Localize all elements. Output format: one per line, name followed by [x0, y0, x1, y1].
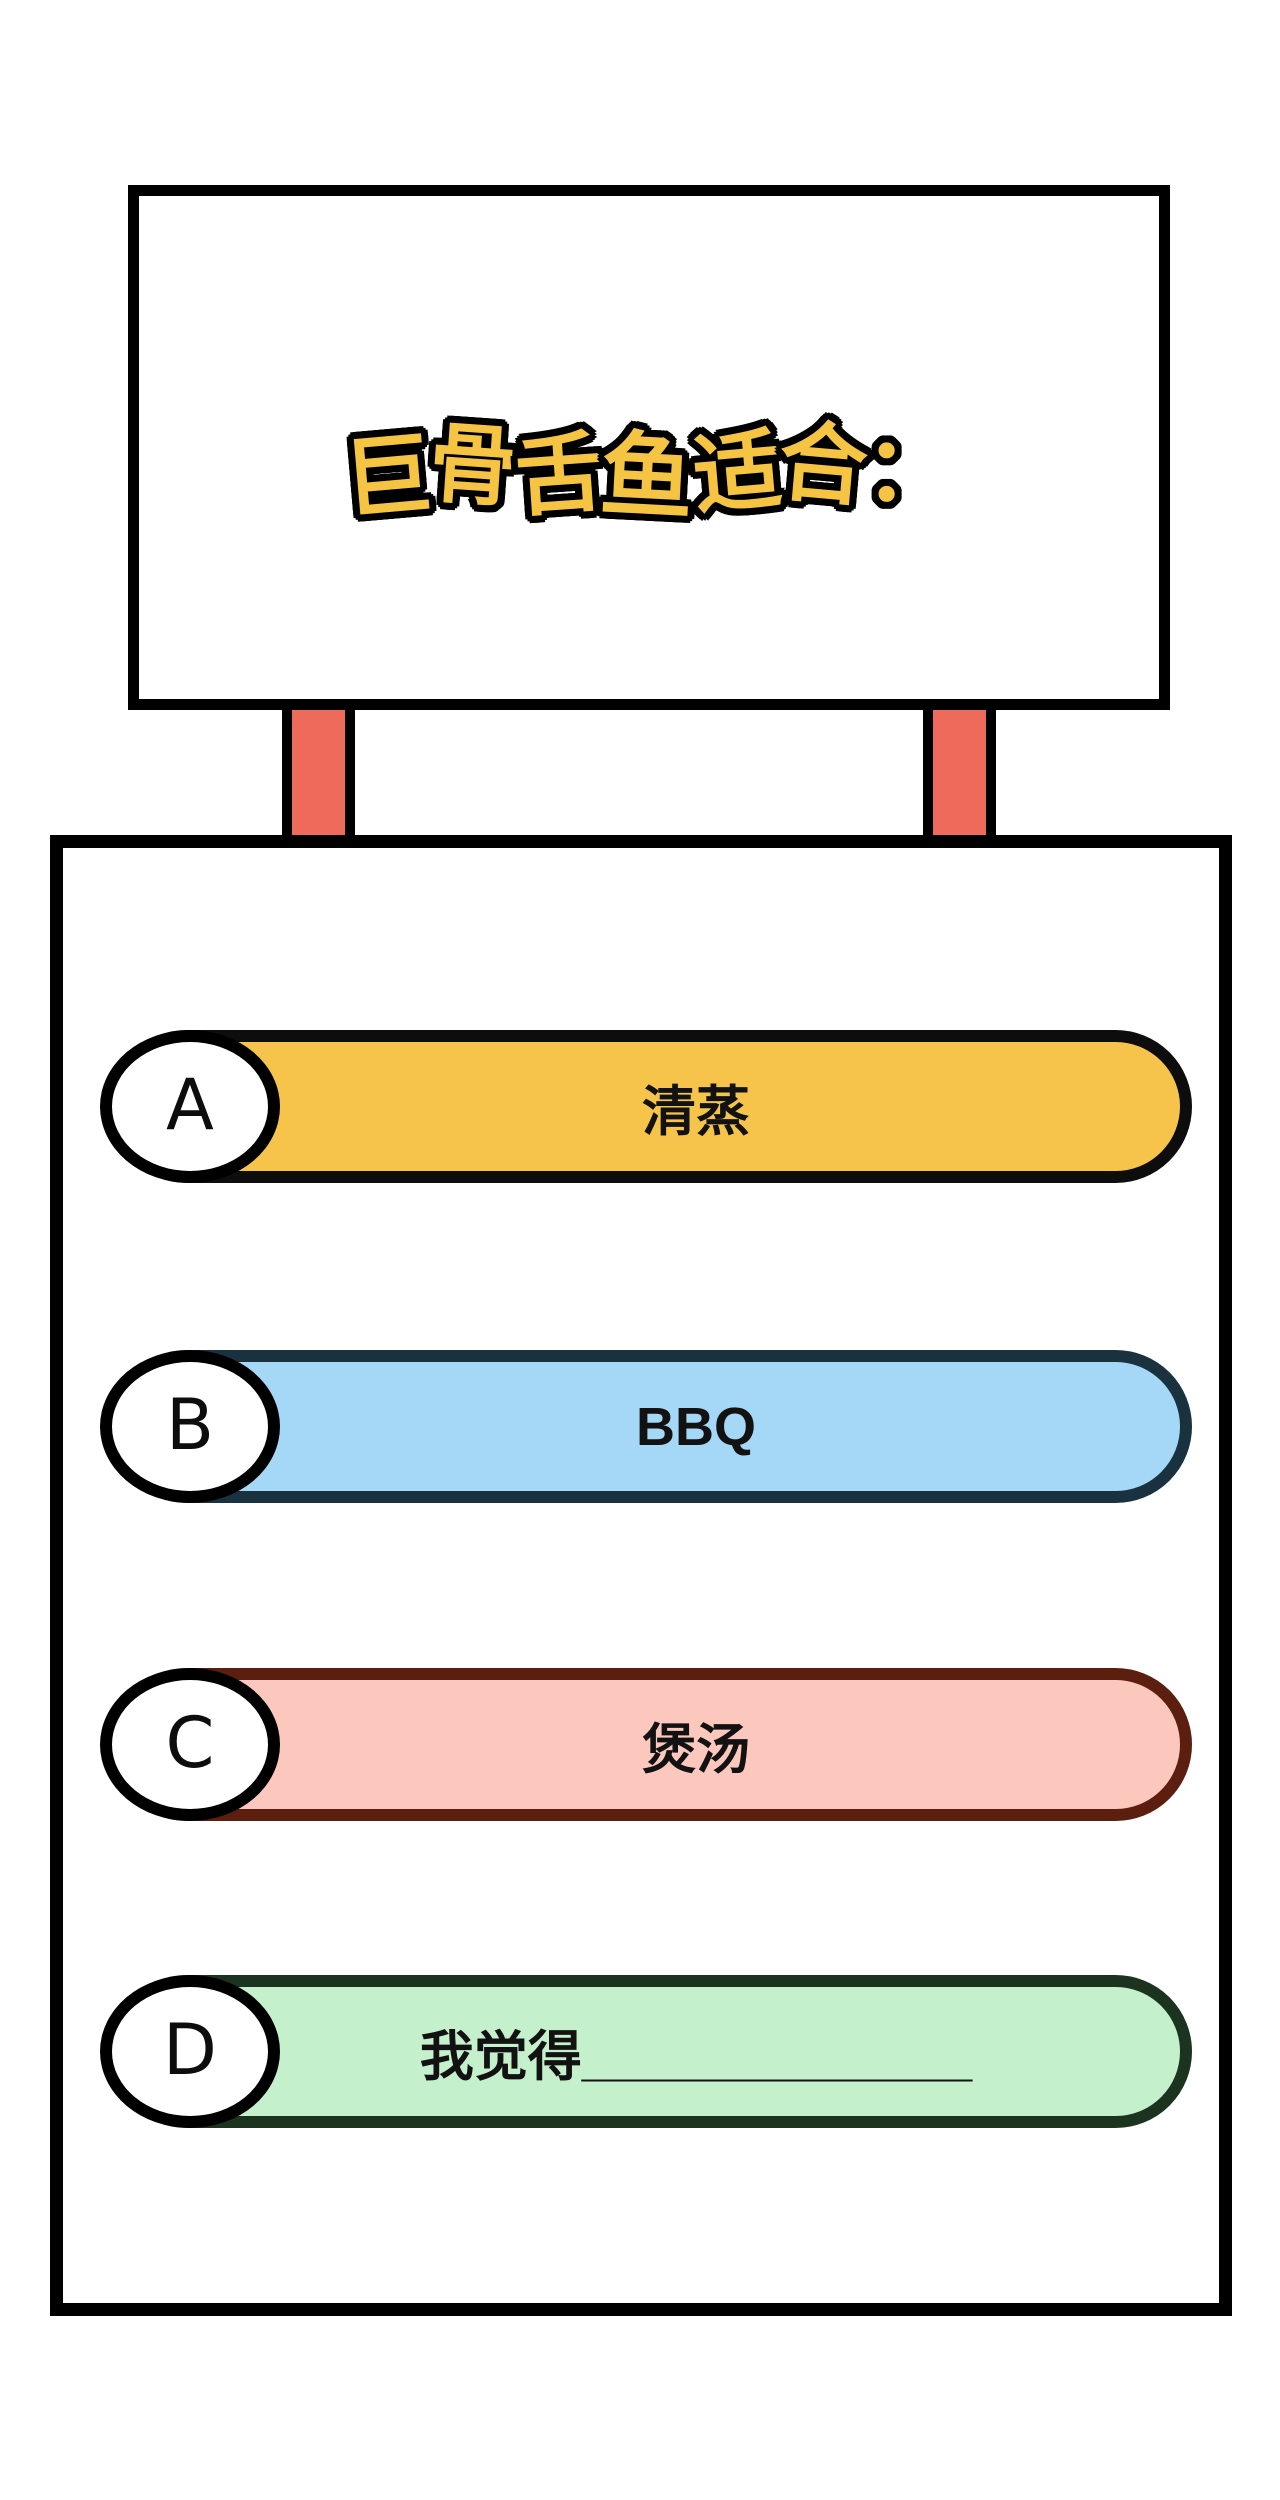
- option-a-pill: 清蒸: [110, 1030, 1192, 1183]
- option-d-pill: 我觉得_____________: [110, 1975, 1192, 2128]
- option-d-letter-badge: D: [100, 1975, 280, 2128]
- option-d-label: 我觉得_____________: [419, 2027, 973, 2087]
- option-c-label: 煲汤: [642, 1720, 750, 1780]
- option-d[interactable]: 我觉得_____________ D: [0, 1975, 1280, 2128]
- option-d-letter: D: [163, 2008, 217, 2091]
- option-a[interactable]: 清蒸 A: [0, 1030, 1280, 1183]
- option-c-letter-badge: C: [100, 1668, 280, 1821]
- option-b-letter: B: [165, 1383, 215, 1466]
- signpost-left: [282, 699, 355, 841]
- option-b-letter-badge: B: [100, 1350, 280, 1503]
- option-a-label: 清蒸: [642, 1082, 750, 1142]
- option-a-letter-badge: A: [100, 1030, 280, 1183]
- question-board: 巨骨舌鱼适合：: [128, 185, 1170, 710]
- option-c[interactable]: 煲汤 C: [0, 1668, 1280, 1821]
- question-title: 巨骨舌鱼适合：: [339, 410, 955, 533]
- option-b[interactable]: BBQ B: [0, 1350, 1280, 1503]
- option-c-pill: 煲汤: [110, 1668, 1192, 1821]
- option-c-letter: C: [165, 1701, 215, 1784]
- option-b-pill: BBQ: [110, 1350, 1192, 1503]
- signpost-right: [923, 699, 996, 841]
- option-b-label: BBQ: [636, 1396, 756, 1457]
- option-a-letter: A: [166, 1063, 214, 1146]
